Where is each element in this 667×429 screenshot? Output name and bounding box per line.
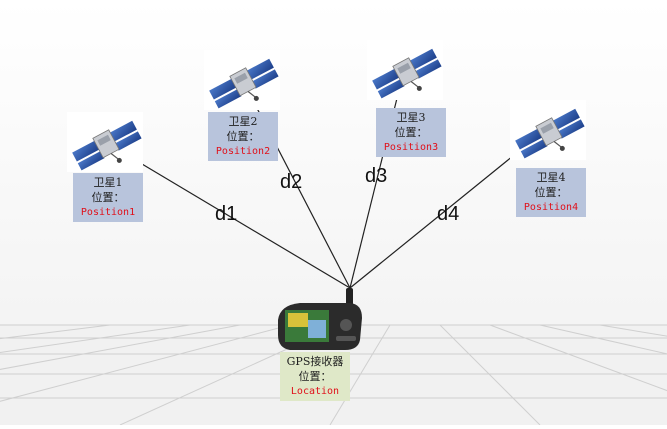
satellite-4-pos-label: 位置： [534,186,568,199]
satellite-1-pos-label: 位置： [91,191,125,204]
satellite-4-position: Position4 [523,202,579,213]
satellite-1-icon [66,111,148,182]
receiver-position: Location [290,386,340,397]
satellite-1-name: 卫星1 [93,176,123,189]
receiver-pos-label: 位置： [298,370,332,383]
satellite-3-label: 卫星3 位置： Position3 [376,108,446,157]
line-d3 [349,69,405,289]
distance-label-d1: d1 [215,203,237,225]
satellite-2-label: 卫星2 位置： Position2 [208,112,278,161]
satellite-1-label: 卫星1 位置： Position1 [73,173,143,222]
satellite-4-icon [509,99,591,170]
receiver-name: GPS接收器 [286,355,344,368]
line-d1 [104,141,351,289]
gps-receiver-icon [278,288,362,350]
satellite-3-icon [366,39,448,110]
distance-label-d4: d4 [437,203,459,225]
satellite-3-position: Position3 [383,142,439,153]
satellite-2-position: Position2 [215,146,271,157]
satellite-4-name: 卫星4 [536,171,566,184]
satellite-2-pos-label: 位置： [226,130,260,143]
satellite-3-name: 卫星3 [396,111,426,124]
satellite-4-label: 卫星4 位置： Position4 [516,168,586,217]
distance-label-d3: d3 [365,165,387,187]
satellite-1-position: Position1 [80,207,136,218]
distance-label-d2: d2 [280,171,302,193]
receiver-label: GPS接收器 位置： Location [280,352,350,401]
satellite-3-pos-label: 位置： [394,126,428,139]
satellite-2-name: 卫星2 [228,115,258,128]
satellite-2-icon [203,49,285,120]
